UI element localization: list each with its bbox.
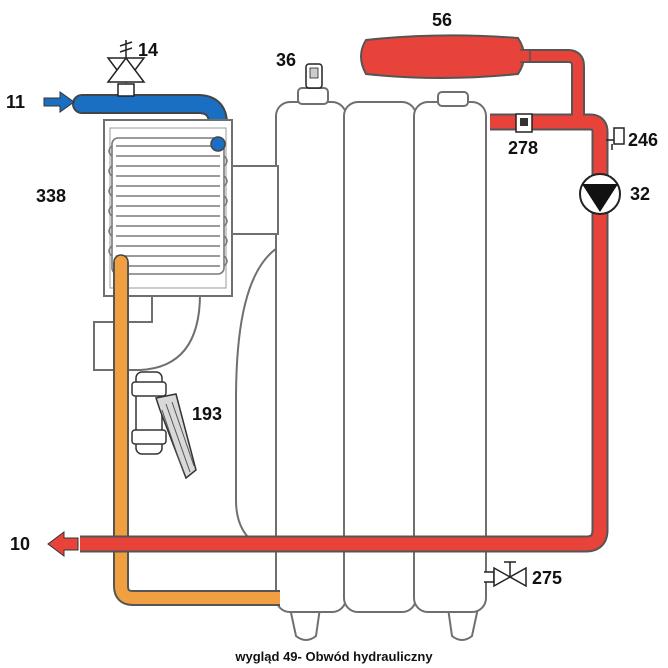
filter-icon xyxy=(131,371,197,480)
figure-caption: wygląd 49- Obwód hydrauliczny xyxy=(234,649,433,664)
boiler-foot-left xyxy=(288,607,322,641)
vent-valve-icon xyxy=(305,63,323,89)
label-filter: 193 xyxy=(192,404,222,424)
label-safety-valve: 14 xyxy=(138,40,158,60)
section-cap xyxy=(437,91,469,107)
label-outlet: 10 xyxy=(10,534,30,554)
air-vent-icon xyxy=(606,127,625,150)
exchanger-coil xyxy=(108,137,228,275)
exchanger-bracket xyxy=(93,293,202,371)
inlet-arrow-icon xyxy=(43,91,75,113)
safety-valve-icon xyxy=(106,40,146,97)
label-sensor: 278 xyxy=(508,138,538,158)
boiler-foot-right xyxy=(446,607,480,641)
label-drain-valve: 275 xyxy=(532,568,562,588)
heat-exchanger xyxy=(93,119,279,371)
expansion-vessel-icon xyxy=(360,34,525,79)
vent-cap xyxy=(297,87,329,105)
label-pump: 32 xyxy=(630,184,650,204)
label-expansion-vessel: 56 xyxy=(432,10,452,30)
sensor-icon xyxy=(515,113,533,133)
label-vent-valve: 36 xyxy=(276,50,296,70)
pump-icon xyxy=(579,173,621,215)
label-heat-exchanger: 338 xyxy=(36,186,66,206)
boiler-body xyxy=(235,87,487,641)
return-pipe xyxy=(113,262,280,606)
label-inlet: 11 xyxy=(6,92,25,112)
exchanger-connector xyxy=(231,165,279,235)
outlet-arrow-icon xyxy=(47,531,79,557)
drain-valve-icon xyxy=(484,561,527,588)
label-air-vent: 246 xyxy=(628,130,658,150)
hot-pipe xyxy=(80,49,609,553)
